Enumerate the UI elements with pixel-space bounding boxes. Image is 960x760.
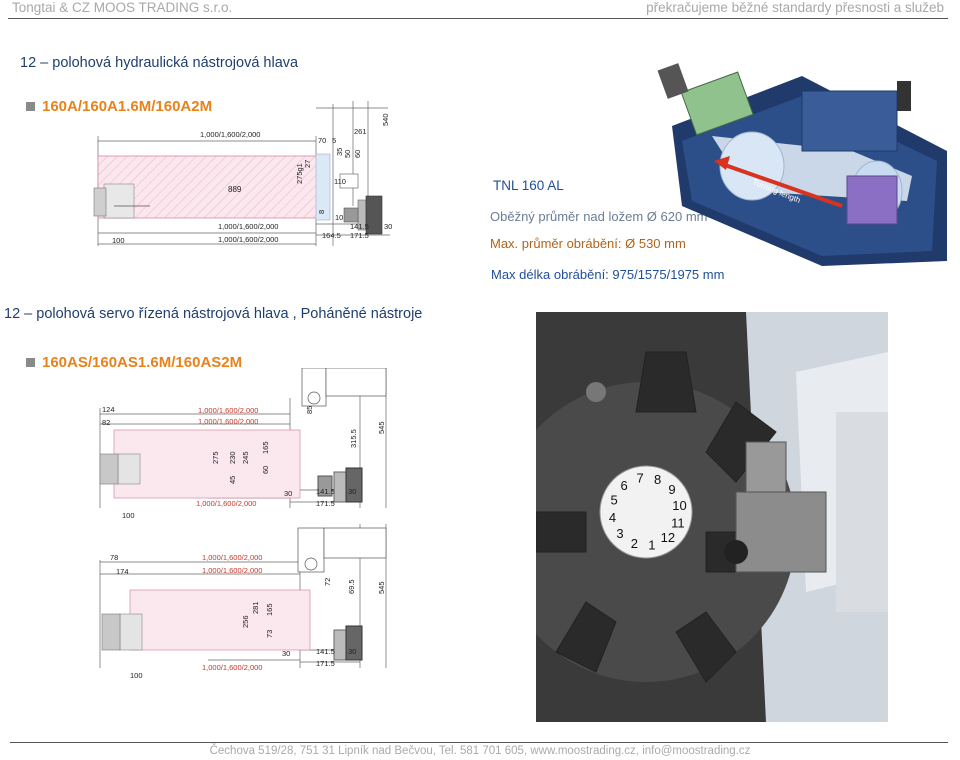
turret-number: 10 [672,498,686,513]
dim-60: 60 [261,466,270,474]
header-divider [8,18,948,19]
dim-1645: 164.5 [322,231,341,240]
dim-27: 27 [303,160,312,168]
footer-contact: Čechova 519/28, 751 31 Lipník nad Bečvou… [209,745,751,757]
dim-2759: 275g1 [295,163,304,184]
dim-1715: 171.5 [350,231,369,240]
dim-545: 545 [377,421,386,434]
dim-82: 82 [102,418,110,427]
footer-divider [10,742,948,743]
turret-number: 12 [661,530,675,545]
dim-length-top: 1,000/1,600/2,000 [200,130,260,139]
section2-upper-drawing: 124 82 1,000/1,600/2,000 1,000/1,600/2,0… [99,368,387,520]
dim-110: 110 [334,177,346,186]
header-company: Tongtai & CZ MOOS TRADING s.r.o. [12,0,233,15]
dim-30b: 30 [348,487,356,496]
dim-len-lower2: 1,000/1,600/2,000 [218,235,278,244]
spec-max-diameter: Max. průměr obrábění: Ø 530 mm [490,236,686,251]
dim-72: 72 [323,578,332,586]
dim-281: 281 [251,601,260,614]
turret-number: 5 [610,492,617,507]
drawing-label-text: 160AS/160AS1.6M/160AS2M [42,354,243,371]
dim-30: 30 [384,222,392,231]
dim-1715: 171.5 [316,499,335,508]
spec-model: TNL 160 AL [493,178,564,193]
dim-30b: 30 [348,647,356,656]
dim-78: 78 [110,553,118,562]
dim-len-lower1: 1,000/1,600/2,000 [218,222,278,231]
dim-35: 35 [335,148,344,156]
section1-title: 12 – polohová hydraulická nástrojová hla… [20,55,299,71]
dim-540: 540 [381,113,390,126]
turret-number: 8 [654,472,661,487]
dim-174: 174 [116,567,129,576]
dim-50: 50 [343,150,352,158]
dim-1415: 141.5 [350,222,369,231]
dim-165: 165 [265,603,274,616]
dim-len2: 1,000/1,600/2,000 [202,566,262,575]
dim-230: 230 [228,451,237,464]
dim-8: 8 [317,210,326,214]
dim-889: 889 [228,185,242,194]
dim-165: 165 [261,441,270,454]
dim-1415: 141.5 [316,487,335,496]
machine-image: Turning length [657,63,947,266]
dim-3155: 315.5 [349,429,358,448]
turret-number: 2 [631,536,638,551]
dim-len3: 1,000/1,600/2,000 [196,499,256,508]
dim-5: 5 [332,136,336,145]
dim-10: 10 [335,213,343,222]
spec-swing: Oběžný průměr nad ložem Ø 620 mm [490,209,708,224]
dim-124: 124 [102,405,115,414]
dim-545: 545 [377,581,386,594]
dim-45: 45 [228,476,237,484]
dim-100: 100 [130,671,143,680]
spec-max-length: Max délka obrábění: 975/1575/1975 mm [491,267,725,282]
dim-70: 70 [318,136,326,145]
dim-275: 275 [211,451,220,464]
drawing-label-text: 160A/160A1.6M/160A2M [42,98,213,115]
bullet-square [26,102,35,112]
dim-695: 69.5 [347,579,356,594]
turret-number: 3 [616,526,623,541]
dim-60: 60 [353,150,362,158]
turret-number: 7 [636,471,643,486]
dim-len1: 1,000/1,600/2,000 [202,553,262,562]
section1-drawing-label: 160A/160A1.6M/160A2M [26,98,212,116]
turret-number: 9 [668,482,675,497]
dim-len1: 1,000/1,600/2,000 [198,406,258,415]
dim-100: 100 [112,236,125,245]
turret-number: 1 [648,538,655,553]
dim-1415: 141.5 [316,647,335,656]
section2-lower-drawing: 78 174 1,000/1,600/2,000 1,000/1,600/2,0… [99,524,387,680]
dim-30a: 30 [282,649,290,658]
dim-85: 85 [305,406,314,414]
dim-len2: 1,000/1,600/2,000 [198,417,258,426]
section2-title: 12 – polohová servo řízená nástrojová hl… [4,306,423,322]
dim-245: 245 [241,451,250,464]
turret-number: 4 [609,510,616,525]
dim-100: 100 [122,511,135,520]
dim-256: 256 [241,615,250,628]
dim-1715: 171.5 [316,659,335,668]
turret-number: 11 [671,516,685,531]
bullet-square [26,358,35,368]
dim-73: 73 [265,630,274,638]
dim-30a: 30 [284,489,292,498]
header-slogan: překračujeme běžné standardy přesnosti a… [646,0,944,15]
dim-261: 261 [354,127,367,136]
section1-dimension-drawing: 1,000/1,600/2,000 889 100 1,000/1,600/2,… [93,101,392,246]
turret-number: 6 [620,478,627,493]
section2-drawing-label: 160AS/160AS1.6M/160AS2M [26,354,242,372]
dim-len3: 1,000/1,600/2,000 [202,663,262,672]
